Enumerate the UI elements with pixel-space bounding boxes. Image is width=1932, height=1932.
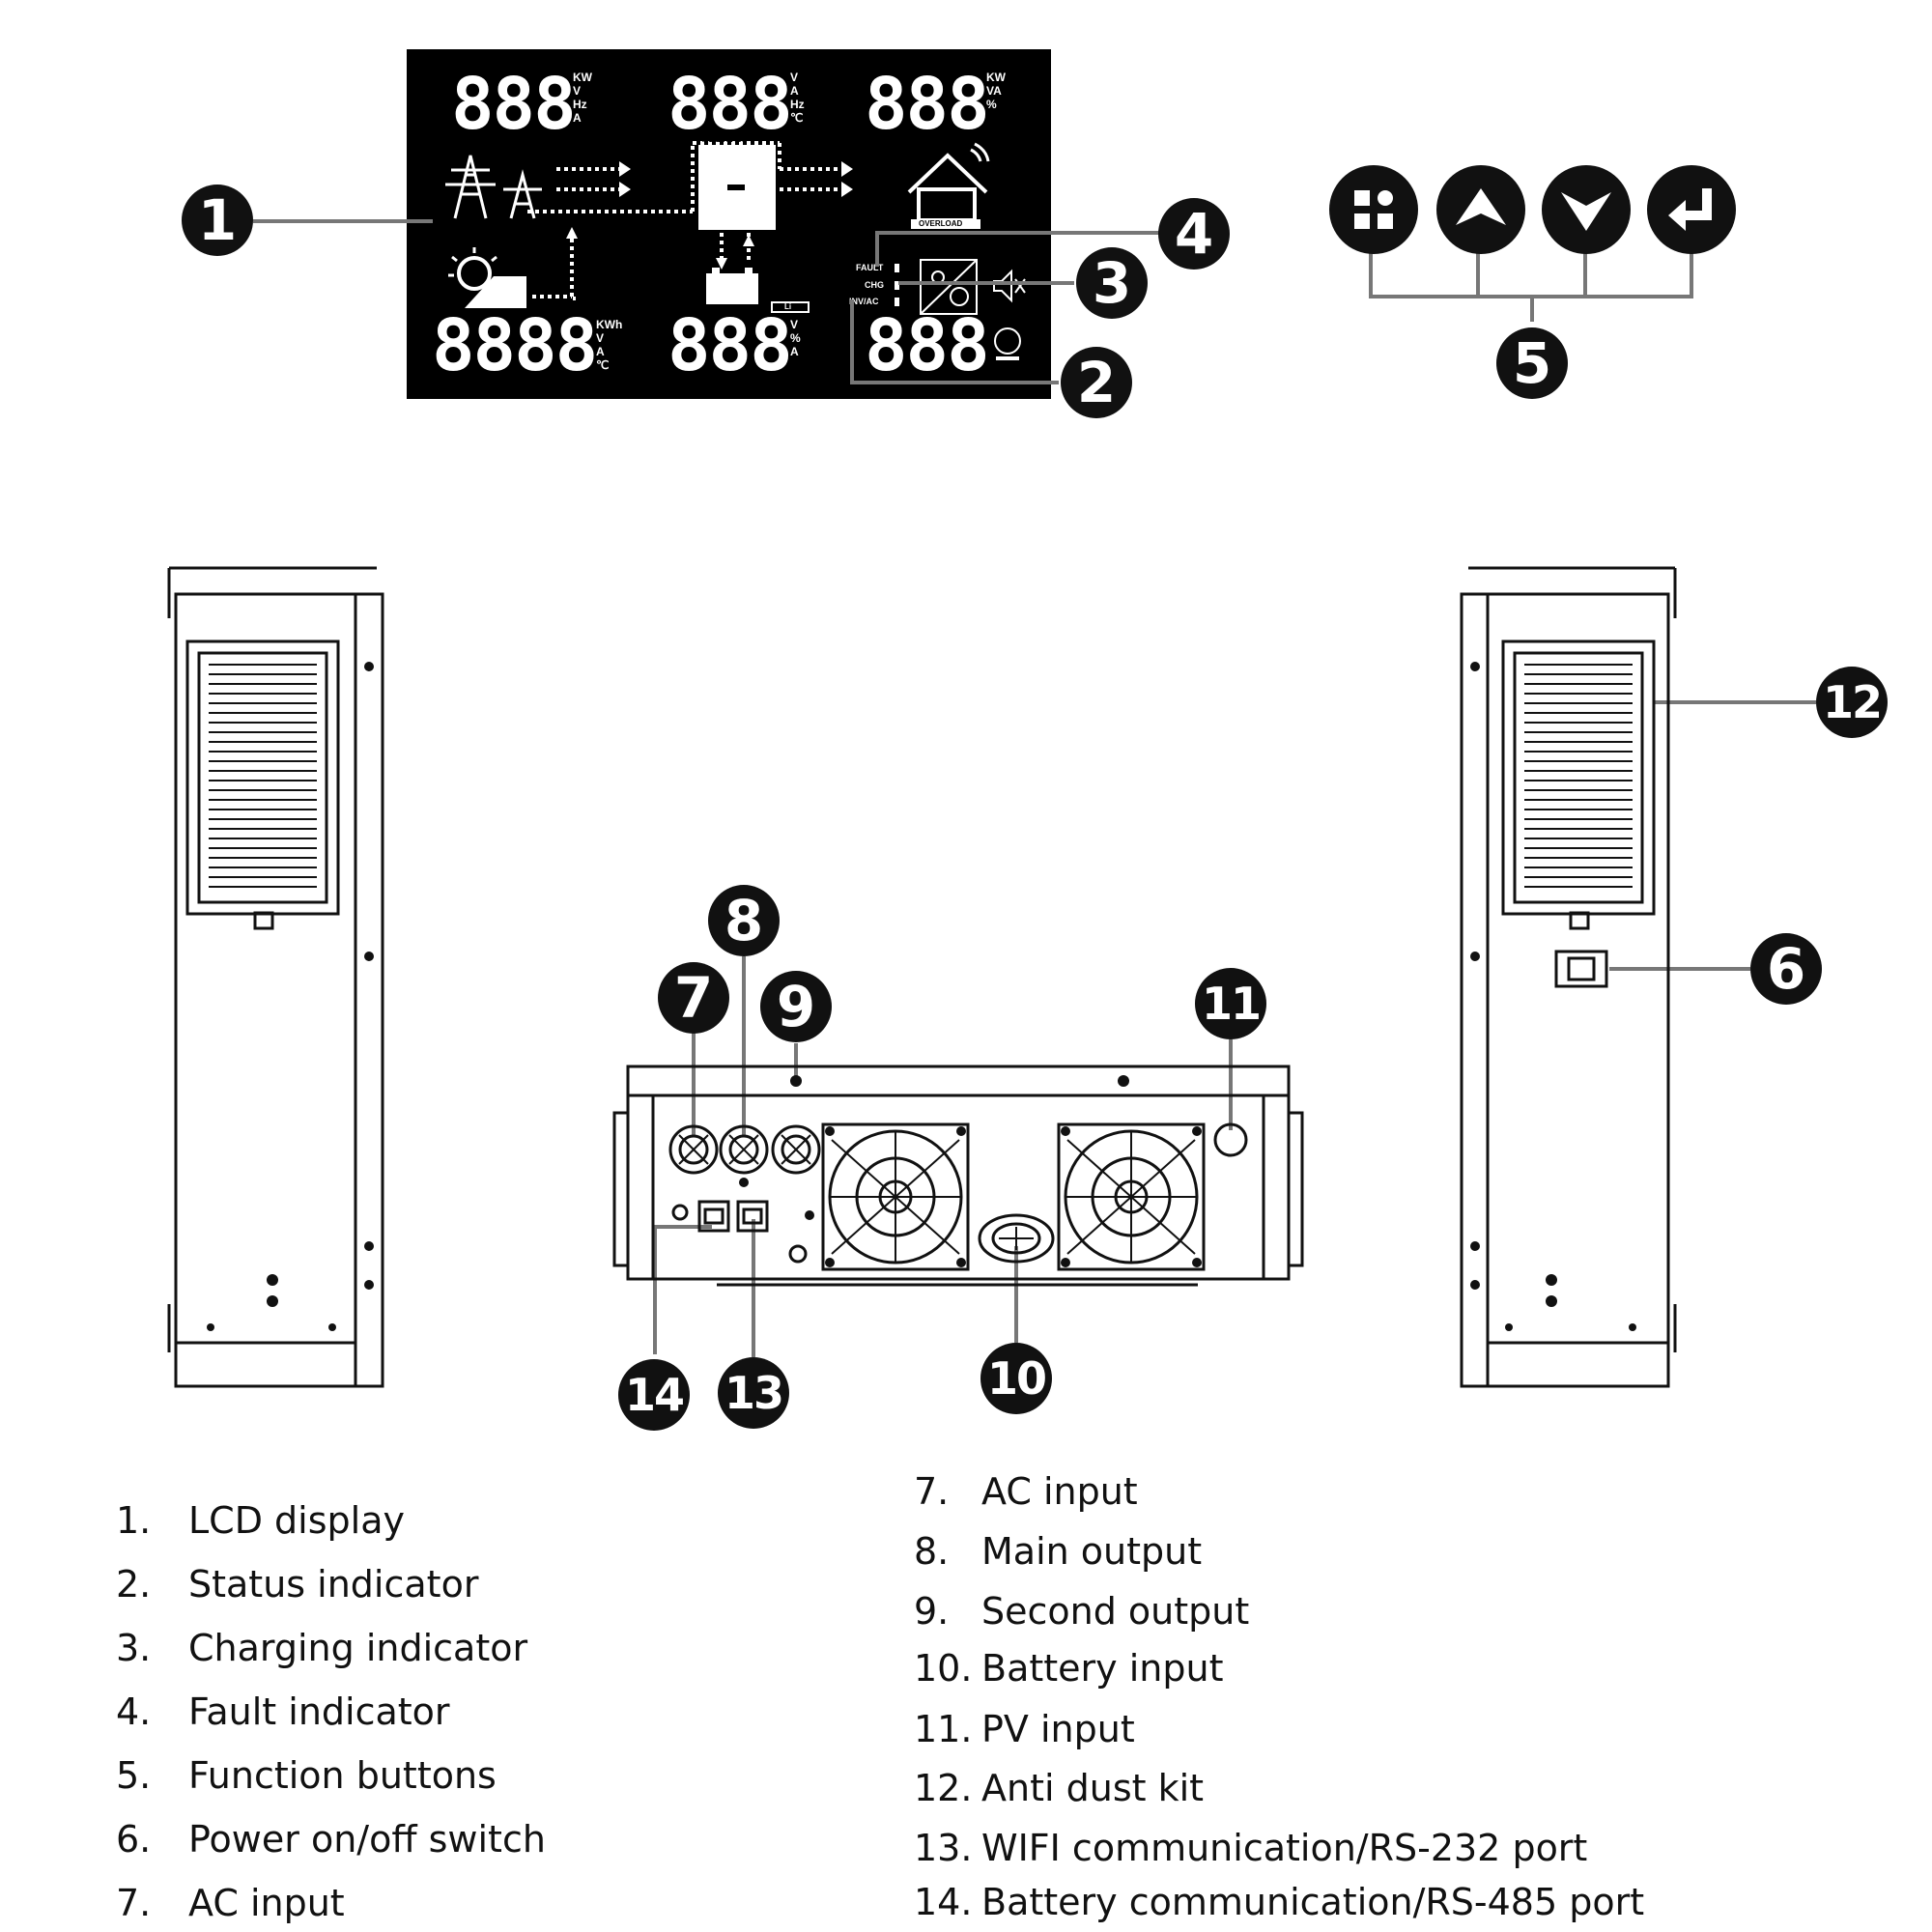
units-top-right: KW VA % [986,71,1006,111]
main-output-terminal [719,1124,769,1175]
battery-type-label: Li [784,302,792,311]
second-output-terminal [771,1124,821,1175]
legend-item: 11.PV input [914,1708,1135,1750]
down-arrow-icon [1561,192,1611,231]
legend-item: 10.Battery input [914,1647,1224,1690]
callout-12: 12 [1816,667,1888,738]
fan-right [1057,1122,1206,1271]
legend-item: 7.AC input [116,1882,345,1924]
legend-item: 13.WIFI communication/RS-232 port [914,1827,1588,1869]
left-side-view [167,566,384,1388]
legend-item: 12.Anti dust kit [914,1767,1205,1809]
legend-item: 9.Second output [914,1590,1250,1633]
legend-item: 1.LCD display [116,1499,405,1542]
callout-8: 8 [708,885,780,956]
readout-bottom-center: 888 [668,304,793,387]
chg-indicator-label: CHG [865,280,884,290]
menu-icon [1354,190,1393,229]
legend-item: 3.Charging indicator [116,1627,528,1669]
legend-item: 4.Fault indicator [116,1690,450,1733]
legend-item: 8.Main output [914,1530,1203,1573]
rs485-port [697,1200,730,1233]
units-bottom-left: KWh V A ℃ [596,318,623,372]
enter-icon [1668,188,1712,231]
callout-5: 5 [1496,327,1568,399]
right-side-view [1460,566,1677,1388]
pv-input-terminal [1213,1122,1248,1157]
callout-10: 10 [980,1343,1052,1414]
lcd-display: 888 KW V Hz A 888 V A Hz ℃ 888 KW VA % 8… [407,49,1051,399]
callout-6: 6 [1750,933,1822,1005]
callout-11: 11 [1195,968,1266,1039]
enter-button[interactable] [1647,165,1736,254]
callout-4: 4 [1158,198,1230,270]
readout-top-left: 888 [451,63,577,146]
grid-tower-icon [445,155,542,219]
solar-panel-icon [448,247,526,308]
callout-3: 3 [1076,247,1148,319]
units-top-left: KW V Hz A [573,71,592,125]
legend-item: 14.Battery communication/RS-485 port [914,1881,1645,1923]
legend-item: 7.AC input [914,1470,1138,1513]
up-button[interactable] [1436,165,1525,254]
callout-14: 14 [618,1359,690,1431]
callout-1: 1 [182,185,253,256]
overload-label: OVERLOAD [919,219,963,228]
down-button[interactable] [1542,165,1631,254]
legend-item: 5.Function buttons [116,1754,497,1797]
ac-input-terminal [668,1124,719,1175]
battery-input-terminal [978,1213,1055,1264]
fault-indicator-label: FAULT [856,263,884,272]
callout-2: 2 [1061,347,1132,418]
lcd-flow-diagram [445,141,1026,360]
rs232-port [736,1200,769,1233]
legend-item: 6.Power on/off switch [116,1818,546,1861]
readout-top-center: 888 [668,63,793,146]
units-bottom-center: V % A [790,318,801,358]
legend-item: 2.Status indicator [116,1563,479,1605]
readout-bottom-right: 888 [865,304,990,387]
callout-13: 13 [718,1357,789,1429]
inv-ac-indicator-label: INV/AC [849,297,879,306]
readout-top-right: 888 [865,63,990,146]
power-switch [1554,950,1608,988]
up-arrow-icon [1456,188,1506,225]
units-top-center: V A Hz ℃ [790,71,805,125]
bypass-label: AC BYPASS [702,135,748,144]
settings-icon [920,259,978,315]
battery-icon [706,268,758,304]
readout-bottom-left: 8888 [432,304,598,387]
warning-icon [994,327,1021,355]
menu-button[interactable] [1329,165,1418,254]
callout-7: 7 [658,962,729,1034]
callout-9: 9 [760,971,832,1042]
fan-left [821,1122,970,1271]
